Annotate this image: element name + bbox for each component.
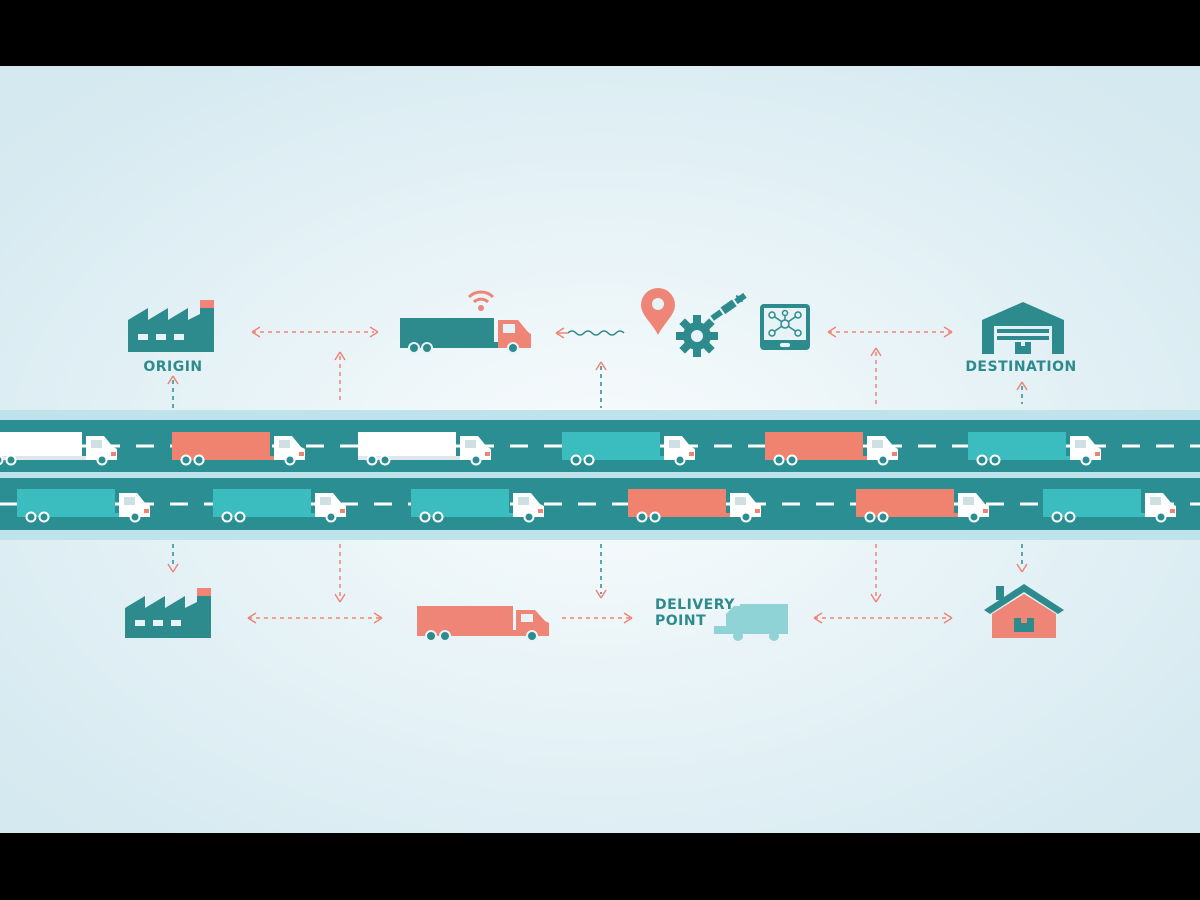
road-truck-coral xyxy=(172,432,305,466)
wifi-signal-icon xyxy=(467,290,495,311)
factory-icon xyxy=(125,588,211,638)
road-truck-coral xyxy=(856,489,989,523)
delivery-label-line1: DELIVERY xyxy=(655,597,735,613)
house-icon xyxy=(984,584,1064,638)
letterbox-bottom xyxy=(0,833,1200,900)
factory-icon xyxy=(128,300,214,352)
road-truck-teal xyxy=(968,432,1101,466)
delivery-van-icon xyxy=(714,604,788,641)
tracked-truck-icon xyxy=(400,318,531,354)
arrowhead xyxy=(334,351,346,361)
arrowhead xyxy=(167,375,179,385)
highway xyxy=(0,410,1200,540)
top-lane-trucks xyxy=(0,432,1101,466)
delivery-label-line2: POINT xyxy=(655,613,706,629)
arrowhead xyxy=(595,361,607,371)
arrowhead xyxy=(827,326,953,338)
bottom-vertical-connectors xyxy=(172,544,1023,598)
arrowhead xyxy=(555,327,565,339)
warehouse-icon xyxy=(982,302,1064,354)
road-truck-teal xyxy=(411,489,544,523)
arrowhead xyxy=(247,612,383,624)
arrowhead xyxy=(369,326,379,338)
road-truck-teal xyxy=(1043,489,1176,523)
road-truck-coral xyxy=(628,489,761,523)
delivery-truck-icon xyxy=(417,606,549,642)
arrowhead xyxy=(1016,381,1028,391)
arrowhead xyxy=(167,563,1028,603)
gears-icon xyxy=(676,315,718,357)
road-truck-white xyxy=(358,432,491,466)
arrowhead xyxy=(251,326,261,338)
arrowhead xyxy=(870,347,882,357)
road-truck-teal xyxy=(17,489,150,523)
top-vertical-connectors xyxy=(172,352,1023,408)
bottom-lane-trucks xyxy=(17,489,1176,523)
origin-label: ORIGIN xyxy=(143,359,202,375)
road-truck-teal xyxy=(562,432,695,466)
arrowhead xyxy=(623,612,633,624)
satellite-icon xyxy=(710,292,747,321)
road-truck-teal xyxy=(213,489,346,523)
letterbox-top xyxy=(0,0,1200,66)
location-pin-icon xyxy=(641,288,675,335)
road-truck-white xyxy=(0,432,117,466)
signal-wave-arrow xyxy=(567,330,625,336)
road-truck-coral xyxy=(765,432,898,466)
tablet-network-icon xyxy=(760,304,810,350)
destination-label: DESTINATION xyxy=(965,359,1076,375)
arrowhead xyxy=(813,612,953,624)
